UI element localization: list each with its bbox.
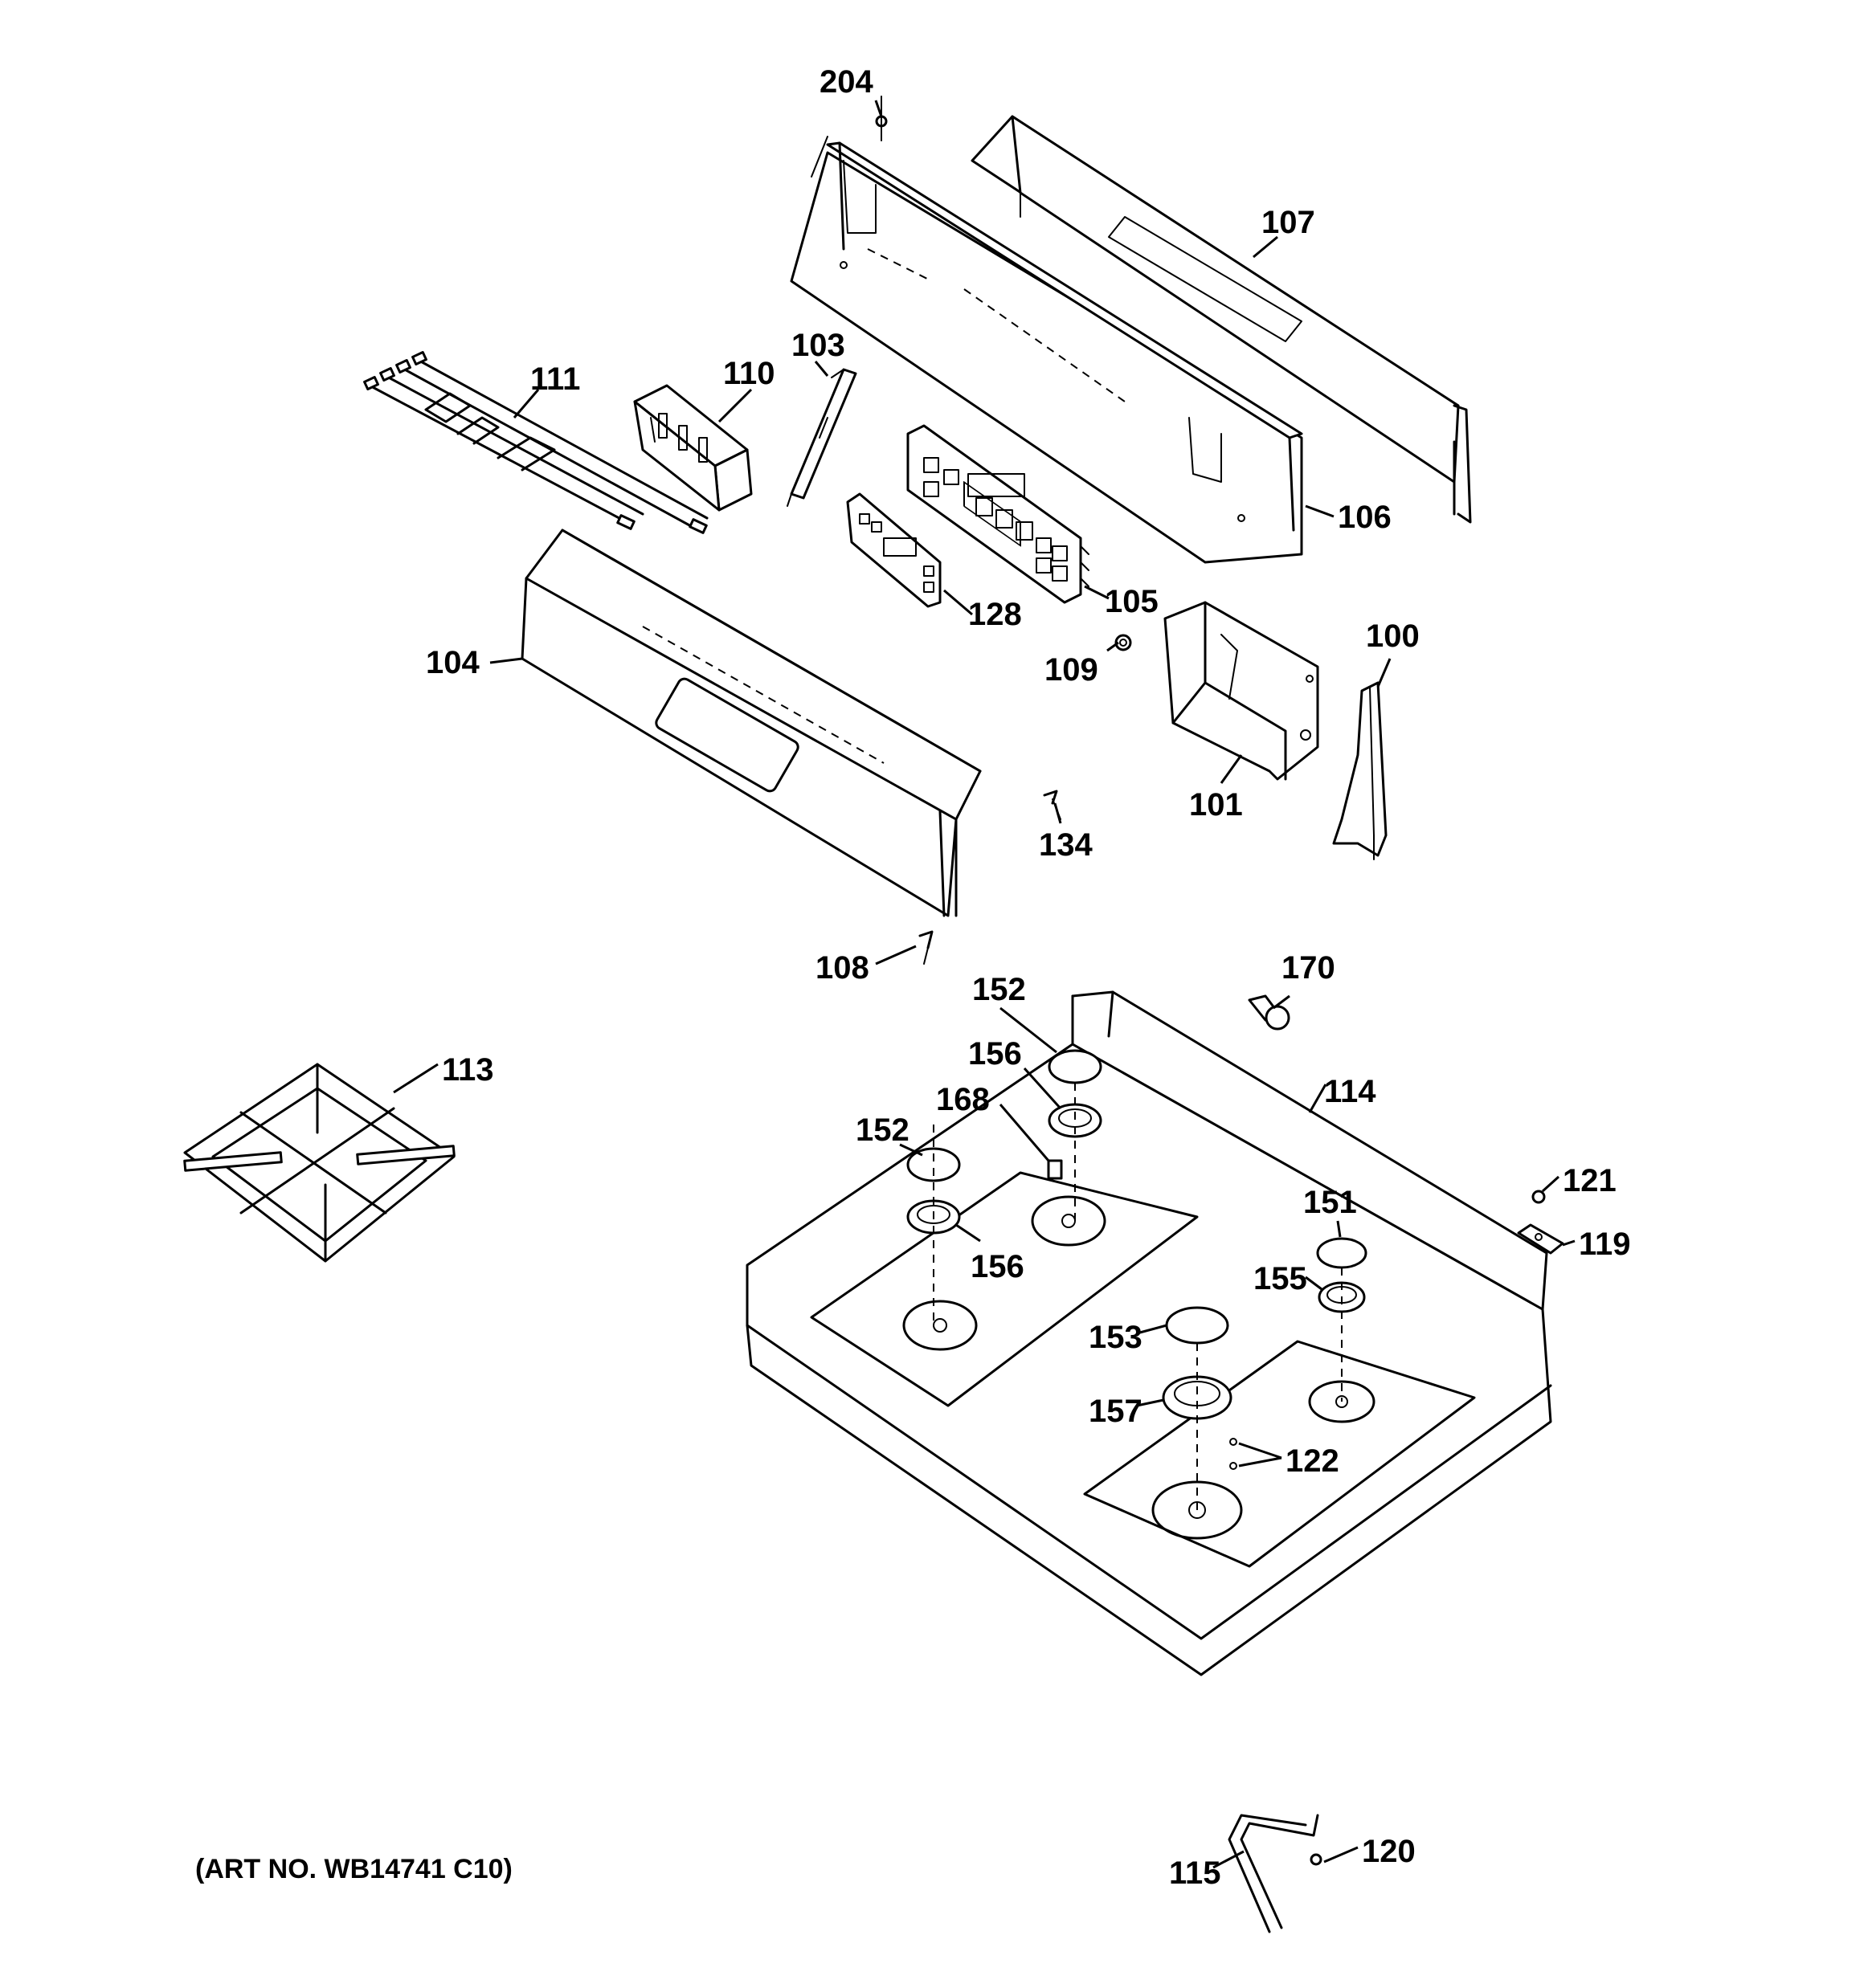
burner-cap-151 [1316, 1237, 1367, 1269]
screw-108 [918, 930, 934, 965]
burner-cap-152-left [906, 1147, 961, 1182]
label-204: 204 [820, 64, 873, 100]
art-number: (ART NO. WB14741 C10) [195, 1854, 513, 1884]
heat-shield [1163, 601, 1319, 781]
label-170: 170 [1281, 950, 1335, 986]
burner-grate [183, 1063, 456, 1263]
screw-168 [1047, 1159, 1063, 1180]
label-152-rear: 152 [972, 972, 1026, 1007]
bracket-119 [1517, 1223, 1564, 1255]
part-labels: 204 107 103 110 111 106 105 128 109 100 … [195, 64, 1631, 1891]
label-120: 120 [1362, 1834, 1416, 1869]
label-152-left: 152 [856, 1112, 909, 1148]
label-168: 168 [936, 1082, 990, 1117]
cooktop [746, 990, 1552, 1676]
label-101: 101 [1189, 787, 1243, 823]
label-119: 119 [1579, 1227, 1631, 1262]
label-156-rear: 156 [968, 1036, 1022, 1072]
nut-109 [1114, 634, 1132, 651]
label-121: 121 [1563, 1163, 1617, 1198]
label-157: 157 [1089, 1394, 1142, 1429]
label-151: 151 [1303, 1185, 1357, 1220]
label-134: 134 [1039, 827, 1093, 863]
label-128: 128 [968, 597, 1022, 632]
label-114: 114 [1324, 1074, 1376, 1109]
label-155: 155 [1253, 1261, 1307, 1296]
rear-cover [971, 115, 1472, 524]
control-overlay [846, 492, 942, 608]
label-110: 110 [723, 356, 775, 391]
wiring-harness [363, 351, 709, 534]
label-104: 104 [426, 645, 480, 680]
label-115: 115 [1169, 1855, 1221, 1891]
label-111: 111 [530, 361, 580, 397]
label-107: 107 [1261, 205, 1315, 240]
label-113: 113 [442, 1052, 494, 1088]
screw-120 [1310, 1853, 1322, 1866]
burner-cap-153 [1165, 1306, 1229, 1345]
screws-122 [1229, 1438, 1237, 1470]
side-bracket [1332, 681, 1388, 860]
label-108: 108 [815, 950, 869, 986]
rod-115 [1228, 1814, 1319, 1933]
control-board [906, 424, 1089, 604]
label-100: 100 [1366, 618, 1420, 654]
label-156-left: 156 [971, 1249, 1024, 1284]
label-106: 106 [1338, 500, 1392, 535]
label-105: 105 [1105, 584, 1159, 619]
burner-head-156-rear [1048, 1103, 1102, 1138]
screw-204 [875, 96, 888, 141]
relay-box [633, 384, 753, 512]
label-109: 109 [1044, 652, 1098, 688]
burner-cap-152-rear [1048, 1049, 1102, 1084]
leader-lines [393, 100, 1576, 1869]
label-153: 153 [1089, 1320, 1142, 1355]
bracket-103 [787, 368, 857, 507]
backguard-panel [790, 136, 1303, 564]
burner-head-157 [1162, 1375, 1232, 1420]
label-103: 103 [791, 328, 845, 363]
screw-121 [1531, 1190, 1546, 1204]
screw-170 [1248, 994, 1290, 1031]
label-122: 122 [1286, 1443, 1339, 1479]
